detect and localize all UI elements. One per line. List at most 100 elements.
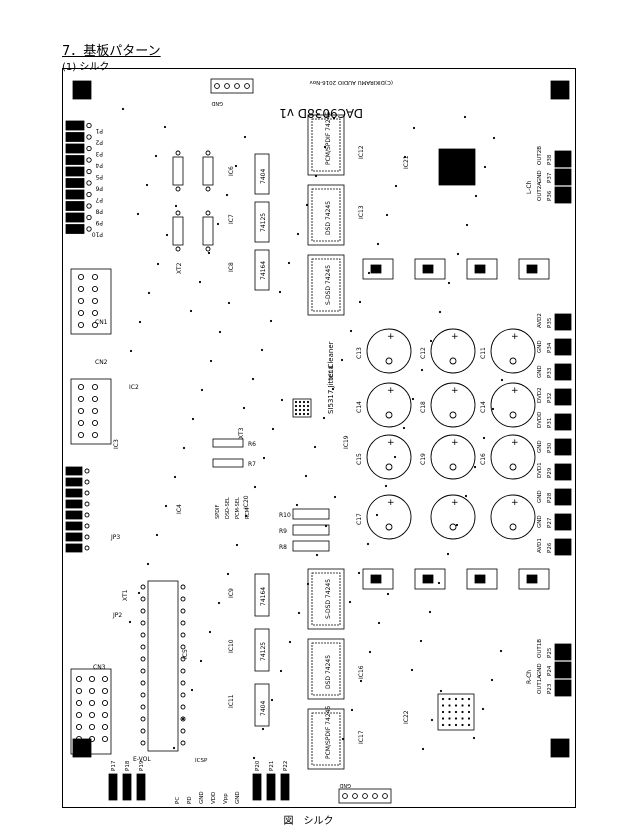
via bbox=[199, 659, 203, 663]
connector-pin-icon bbox=[554, 168, 572, 186]
via bbox=[465, 223, 469, 227]
right-pin-label: P29 bbox=[547, 467, 553, 478]
via bbox=[474, 194, 478, 198]
via bbox=[461, 723, 464, 727]
pad bbox=[205, 210, 211, 216]
via bbox=[306, 404, 310, 408]
chip-icon bbox=[438, 148, 476, 186]
right-pin-label: P38 bbox=[547, 154, 553, 165]
connector-label: CN1 bbox=[95, 319, 108, 326]
connector-pin-icon bbox=[77, 285, 85, 293]
pad bbox=[509, 463, 517, 471]
pad bbox=[205, 186, 211, 192]
via bbox=[297, 611, 301, 615]
resistor-icon bbox=[292, 508, 330, 520]
via bbox=[447, 281, 451, 285]
via bbox=[298, 400, 302, 404]
connector-pin-icon bbox=[65, 212, 85, 223]
pad bbox=[559, 318, 567, 326]
connector-label: CN3 bbox=[93, 664, 106, 671]
connector-pin-icon bbox=[77, 395, 85, 403]
pad bbox=[205, 246, 211, 252]
module-label: PCM/SPDIF 74245 bbox=[325, 112, 332, 165]
connector-block bbox=[70, 668, 112, 755]
resistor-icon bbox=[172, 216, 184, 246]
pad bbox=[559, 155, 567, 163]
via bbox=[302, 404, 306, 408]
pad bbox=[86, 157, 92, 163]
via bbox=[467, 717, 471, 720]
via bbox=[367, 271, 371, 275]
via bbox=[296, 232, 300, 236]
gnd-header-bottom bbox=[338, 788, 392, 804]
pad bbox=[140, 596, 146, 602]
pad bbox=[140, 680, 146, 686]
via bbox=[437, 581, 441, 585]
connector-pin-icon bbox=[88, 735, 96, 743]
connector-pin-icon bbox=[75, 723, 83, 731]
ic-label: IC17 bbox=[358, 730, 365, 744]
via bbox=[218, 330, 222, 334]
via bbox=[464, 494, 468, 498]
pad bbox=[180, 620, 186, 626]
connector-pin-icon bbox=[554, 513, 572, 531]
capacitor-icon bbox=[430, 494, 476, 540]
mounting-hole-icon bbox=[550, 80, 570, 100]
pad bbox=[180, 692, 186, 698]
resistor-icon bbox=[212, 438, 244, 448]
cap-plus-mark: + bbox=[511, 498, 519, 508]
via bbox=[454, 697, 458, 701]
capacitor-icon bbox=[466, 258, 498, 280]
chip-icon bbox=[437, 693, 475, 731]
via bbox=[467, 704, 471, 707]
via bbox=[216, 222, 220, 226]
cap-plus-mark: + bbox=[511, 386, 519, 396]
connector-pin-icon bbox=[88, 699, 96, 707]
connector-pin-icon bbox=[65, 189, 85, 200]
pad bbox=[86, 180, 92, 186]
chip-icon bbox=[254, 249, 270, 291]
connector-pin-icon bbox=[65, 543, 83, 553]
pad bbox=[140, 608, 146, 614]
via bbox=[439, 689, 443, 693]
cap-label: C19 bbox=[420, 453, 427, 465]
via bbox=[393, 455, 397, 459]
ic-label: IC11 bbox=[228, 694, 235, 708]
via bbox=[448, 723, 451, 727]
chip-icon bbox=[147, 580, 179, 752]
connector-pin-icon bbox=[65, 201, 85, 211]
module-inner bbox=[311, 572, 341, 626]
resistor-icon bbox=[172, 156, 184, 186]
cap-label: C18 bbox=[420, 401, 427, 413]
connector-pin-icon bbox=[554, 463, 572, 481]
via bbox=[294, 400, 298, 404]
left-pin-label: P9 bbox=[95, 219, 103, 226]
via bbox=[472, 736, 476, 740]
via bbox=[305, 203, 309, 207]
via bbox=[294, 412, 298, 416]
section-subheading: (1) シルク bbox=[62, 62, 110, 73]
pad bbox=[86, 214, 92, 221]
module-label: S-DSD 74245 bbox=[325, 265, 332, 305]
via bbox=[430, 718, 434, 722]
connector-pin-icon bbox=[65, 155, 85, 165]
via bbox=[302, 400, 306, 404]
resistor-icon bbox=[212, 458, 244, 468]
resistor-label: R6 bbox=[248, 441, 256, 448]
via bbox=[278, 290, 282, 294]
capacitor-icon bbox=[490, 328, 536, 374]
connector-pin-icon bbox=[65, 120, 85, 131]
icsp-label: ICSP bbox=[195, 758, 208, 764]
via bbox=[302, 412, 306, 416]
connector-pin-icon bbox=[554, 413, 572, 431]
module-inner bbox=[311, 188, 341, 242]
via bbox=[461, 697, 464, 701]
connector-pin-icon bbox=[372, 793, 378, 799]
mounting-hole-icon bbox=[72, 80, 92, 100]
via bbox=[226, 572, 230, 576]
via bbox=[366, 542, 370, 546]
left-pin-label: P2 bbox=[95, 139, 103, 146]
connector-pin-icon bbox=[266, 773, 276, 801]
pad bbox=[180, 644, 186, 650]
capacitor-icon bbox=[366, 494, 412, 540]
